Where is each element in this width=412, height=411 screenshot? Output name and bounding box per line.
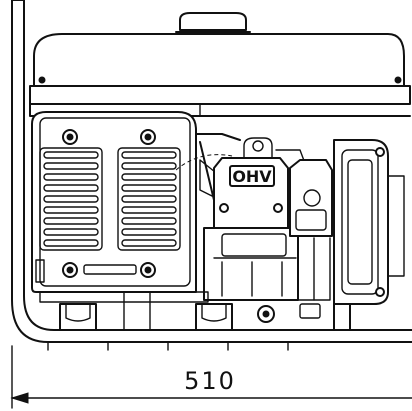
engine-badge: OHV (232, 167, 272, 186)
tank-bracket (29, 103, 411, 117)
panel-screws (62, 129, 156, 278)
frame-tube (11, 0, 412, 343)
vent-slots-right (121, 151, 177, 247)
fuel-tank (29, 33, 411, 105)
base-feet (39, 291, 289, 351)
control-panel (31, 111, 197, 293)
fuel-cap (175, 12, 251, 33)
engine: OHV (175, 133, 333, 323)
recoil-starter (333, 139, 405, 331)
dimension-label: 510 (184, 367, 236, 395)
width-dimension: 510 (10, 345, 412, 409)
vent-slots-left (43, 151, 99, 247)
